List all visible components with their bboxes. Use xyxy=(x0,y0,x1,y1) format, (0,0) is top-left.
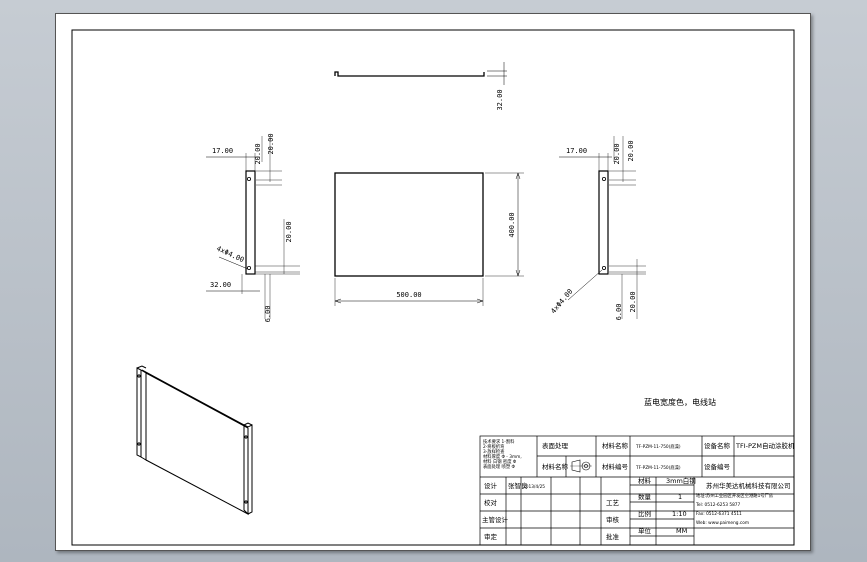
drawing-code: TF-PZM-11-750(底澡) xyxy=(635,464,681,471)
dim-right-bottom-a: 6.00 xyxy=(615,304,623,321)
left-side-view: 17.00 20.00 20.00 20.00 32.00 6.00 4xΦ4.… xyxy=(206,133,300,322)
dim-left-bottom-width: 32.00 xyxy=(210,281,231,289)
row-item-material: 材料 xyxy=(638,476,652,485)
row-qty-label: 数量 xyxy=(638,492,652,501)
material-code: TF-PZM-11-750(底澡) xyxy=(635,443,681,450)
projection-symbol-icon xyxy=(570,459,592,473)
row-role-check: 校对 xyxy=(484,498,498,507)
note-text: 蓝电宽度色，电线站 xyxy=(644,397,716,407)
front-view: 400.00 500.00 xyxy=(334,172,524,306)
company-tel: Tel: 0512-6253 5877 xyxy=(695,502,741,508)
dim-left-top: 20.00 xyxy=(267,133,275,154)
row-item-approve: 批准 xyxy=(606,532,620,541)
right-side-view: 17.00 20.00 20.00 6.00 20.00 4xΦ4.00 xyxy=(549,136,646,320)
spec-line-6: 表面处理 喷塑 Φ xyxy=(483,463,516,470)
row-scale-label: 比例 xyxy=(638,509,651,518)
inner-border xyxy=(71,29,795,546)
row-unit-label: 单位 xyxy=(638,526,652,535)
dim-left-width: 17.00 xyxy=(212,147,233,155)
row-role-approve: 审定 xyxy=(484,532,498,541)
top-view: 32.00 xyxy=(334,62,507,111)
spec-line-4: 材料厚度 Φ - 3mm, xyxy=(483,453,522,460)
equipment-name: TFI-PZM自动涂胶机 xyxy=(735,441,795,450)
row-scale-value: 1:10 xyxy=(672,510,687,518)
title-block: 技术要求 1-割料 2-将板折弯 3-放样检查 材料厚度 Φ - 3mm, 材料… xyxy=(479,435,795,546)
surface-label: 表面处理 xyxy=(542,441,569,450)
dim-front-width: 500.00 xyxy=(396,291,421,299)
row-unit-value: MM xyxy=(676,527,687,535)
company-name: 苏州华美达机械科技有限公司 xyxy=(706,481,791,490)
row-design-date: 2013/4/25 xyxy=(523,484,545,490)
row-role-lead: 主管设计 xyxy=(482,515,509,524)
dim-right-top: 20.00 xyxy=(627,140,635,161)
dim-front-height: 400.00 xyxy=(508,212,516,237)
company-web: Web: www.paimeng.com xyxy=(696,520,749,526)
isometric-view xyxy=(136,365,253,516)
dim-right-top-2: 20.00 xyxy=(613,143,621,164)
drawing-sheet: 32.00 17.00 20.00 20.00 20.00 32.00 6.00 xyxy=(55,13,811,551)
material-label: 材料名称 xyxy=(542,462,569,471)
row-material-value: 3mm白钢 xyxy=(666,476,696,485)
row-designer-name: 张智良 xyxy=(508,481,528,490)
dim-left-bottom: 6.00 xyxy=(264,306,272,323)
spec-line-3: 3-放样检查 xyxy=(483,448,505,455)
drawing-code-label: 材料编号 xyxy=(602,462,629,471)
company-fax: Fax: 0512-6371 4511 xyxy=(696,511,742,517)
spec-line-2: 2-将板折弯 xyxy=(483,443,504,450)
row-item-process: 工艺 xyxy=(606,499,620,507)
dim-left-mid: 20.00 xyxy=(285,221,293,242)
company-address: 地址:苏州工业园区开发区空港路1号厂房 xyxy=(696,492,773,499)
dim-top-height: 32.00 xyxy=(496,89,504,110)
dim-right-bottom-b: 20.00 xyxy=(629,291,637,312)
row-role-design: 设计 xyxy=(484,481,498,490)
dim-left-top-2: 20.00 xyxy=(254,143,262,164)
spec-line-5: 材料 白钢 密度 Φ xyxy=(483,458,517,465)
equipment-no-label: 设备编号 xyxy=(704,462,731,471)
technical-drawing: 32.00 17.00 20.00 20.00 20.00 32.00 6.00 xyxy=(71,29,795,546)
spec-line-1: 技术要求 1-割料 xyxy=(483,438,515,445)
row-item-review: 审核 xyxy=(606,515,620,524)
dim-left-hole: 4xΦ4.00 xyxy=(215,245,245,265)
dim-right-hole: 4xΦ4.00 xyxy=(549,288,574,316)
row-qty-value: 1 xyxy=(678,493,682,501)
equipment-label: 设备名称 xyxy=(704,441,731,450)
material-name-label: 材料名称 xyxy=(602,441,629,450)
dim-right-width: 17.00 xyxy=(566,147,587,155)
